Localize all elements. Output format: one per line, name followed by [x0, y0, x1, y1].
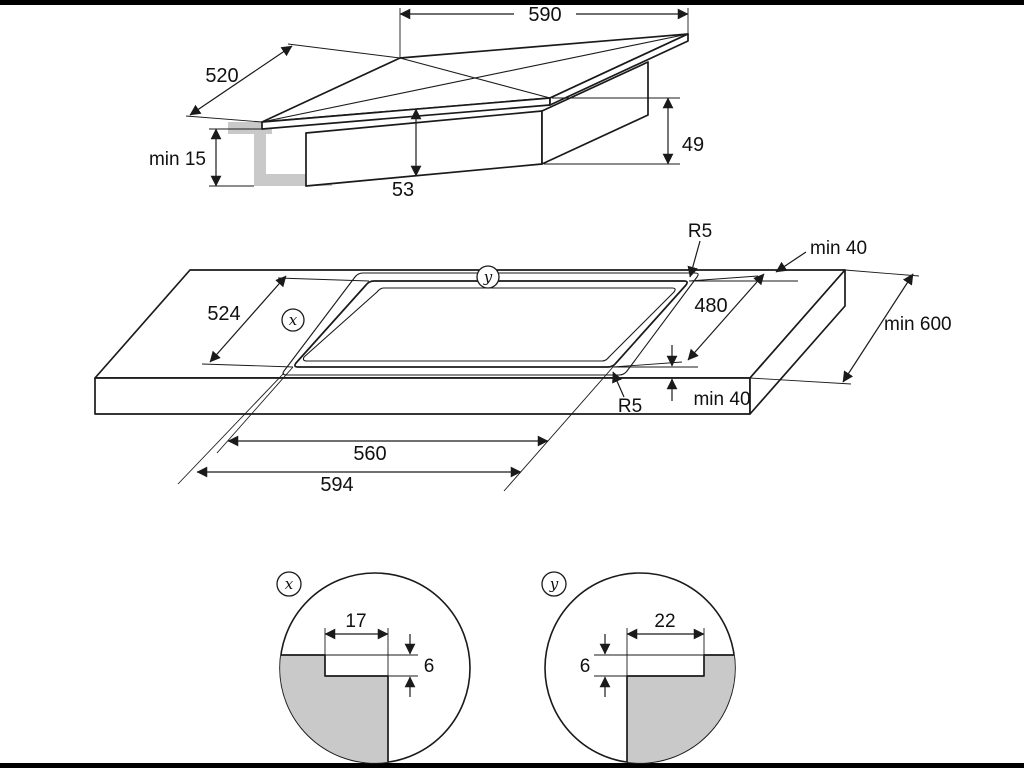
dim-glass-depth-524: 524 [201, 275, 370, 368]
dim-label-49: 49 [682, 134, 704, 156]
detail-y-label-6: 6 [580, 656, 591, 677]
detail-y-marker: y [541, 571, 567, 597]
dim-label-r5-rear: R5 [688, 221, 712, 242]
dim-width-590: 590 [399, 4, 689, 58]
detail-x-letter: x [285, 575, 294, 593]
dim-radius-front-r5: R5 [612, 371, 642, 417]
dim-label-594: 594 [320, 474, 353, 496]
dim-label-min40-front: min 40 [693, 389, 750, 410]
detail-y-letter: y [549, 575, 559, 593]
detail-y-dim-6: 6 [580, 634, 704, 697]
dim-cutout-width-560: 560 [216, 366, 614, 492]
detail-x-marker: x [276, 571, 302, 597]
detail-y-profile [626, 654, 734, 762]
dim-min-15: min 15 [149, 128, 262, 187]
cutout-outline [294, 280, 688, 368]
dim-label-min15: min 15 [149, 149, 206, 170]
detail-x-label-6: 6 [424, 656, 435, 677]
dim-label-53: 53 [392, 179, 414, 201]
detail-x-dim-6: 6 [325, 634, 434, 697]
hob-isometric-view: 590 520 49 53 min 15 [149, 4, 704, 201]
marker-y: y [476, 265, 500, 289]
detail-x-view: 17 6 x [276, 571, 471, 764]
detail-x-label-17: 17 [345, 611, 366, 632]
letterbox-top [0, 0, 1024, 5]
dim-install-depth-53: 53 [392, 108, 422, 201]
glass-cross-line [399, 57, 551, 99]
letterbox-bottom [0, 763, 1024, 768]
detail-x-worktop-section [280, 655, 388, 763]
detail-y-label-22: 22 [654, 611, 675, 632]
hob-body [305, 61, 649, 187]
glass-panel [261, 33, 689, 130]
mounting-bracket [228, 122, 332, 186]
worktop-cutout-view: y x 524 480 min 600 [94, 221, 952, 496]
dim-label-min600: min 600 [884, 314, 952, 335]
detail-y-dim-22: 22 [626, 611, 705, 676]
dim-height-49: 49 [544, 97, 704, 165]
marker-x-letter: x [289, 311, 298, 329]
dim-label-590: 590 [528, 4, 561, 26]
dim-label-520: 520 [205, 65, 238, 87]
dim-depth-520: 520 [185, 43, 401, 123]
detail-y-worktop-section [627, 655, 735, 763]
detail-x-profile [281, 654, 389, 762]
cutout-inner-edge [302, 287, 676, 362]
dim-glass-width-594: 594 [177, 372, 522, 496]
marker-x: x [281, 308, 305, 332]
dim-label-480: 480 [694, 295, 727, 317]
dim-rear-clearance-min40: min 40 [689, 238, 867, 282]
detail-x-dim-17: 17 [324, 611, 389, 676]
dim-cutout-depth-480: 480 [612, 273, 765, 368]
dim-label-min40-rear: min 40 [810, 238, 867, 259]
dim-label-560: 560 [353, 443, 386, 465]
dim-label-r5-front: R5 [618, 396, 642, 417]
marker-y-letter: y [483, 268, 493, 286]
dim-worktop-depth-min600: min 600 [749, 269, 952, 385]
dim-radius-rear-r5: R5 [687, 221, 712, 278]
dim-label-524: 524 [207, 303, 240, 325]
detail-y-view: 22 6 y [541, 571, 736, 764]
dim-front-clearance-min40: min 40 [613, 345, 751, 410]
